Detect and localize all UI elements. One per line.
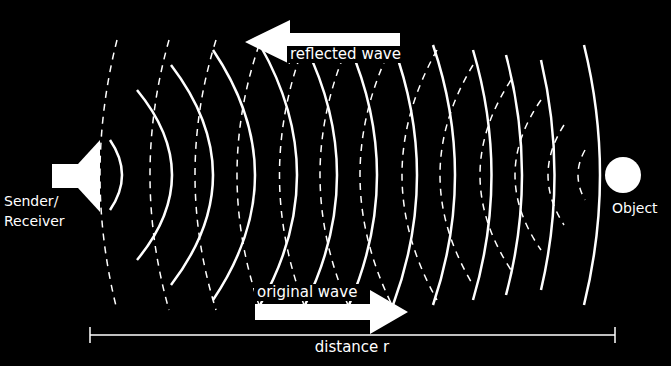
speaker-cone [78,140,100,212]
object-node: Object [598,150,668,222]
original-wavefronts [110,45,600,305]
object-ball [605,157,641,193]
sender-receiver: Sender/ Receiver [0,135,110,235]
speaker-body [52,164,78,188]
wave-label: reflected wave [287,46,404,63]
node-label: Object [612,198,666,218]
wave-label: distance r [312,339,393,356]
reflected-wavefronts [100,40,585,310]
node-label: Sender/ Receiver [4,191,76,231]
wave-label: original wave [254,284,360,301]
